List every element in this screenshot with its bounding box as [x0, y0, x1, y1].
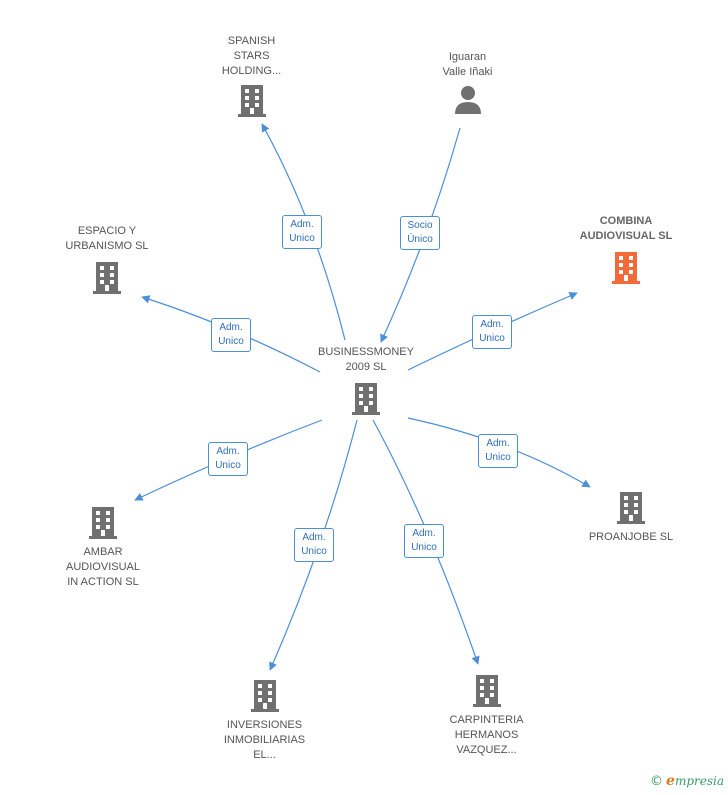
brand-logo-e: e	[666, 773, 675, 789]
node-espacio[interactable]: ESPACIO Y URBANISMO SL	[52, 224, 162, 296]
edge-label-inversiones[interactable]: Adm. Unico	[294, 528, 334, 562]
building-icon	[89, 507, 117, 539]
node-label: BUSINESSMONEY 2009 SL	[318, 346, 414, 373]
edge-label-ambar[interactable]: Adm. Unico	[208, 442, 248, 476]
node-carpinteria[interactable]: CARPINTERIA HERMANOS VAZQUEZ...	[434, 673, 539, 758]
edge-label-espacio[interactable]: Adm. Unico	[211, 318, 251, 352]
edge-label-iguaran[interactable]: Socio Único	[400, 216, 440, 250]
building-icon	[617, 492, 645, 524]
building-icon	[472, 675, 501, 707]
node-spanish[interactable]: SPANISH STARS HOLDING...	[204, 34, 299, 119]
node-ambar[interactable]: AMBAR AUDIOVISUAL IN ACTION SL	[48, 505, 158, 590]
person-icon	[454, 86, 481, 114]
edge-label-spanish[interactable]: Adm. Unico	[282, 215, 322, 249]
node-label: AMBAR AUDIOVISUAL IN ACTION SL	[66, 546, 140, 588]
brand-logo-text: mpresia	[674, 774, 724, 788]
edge-label-combina[interactable]: Adm. Unico	[472, 315, 512, 349]
node-label: INVERSIONES INMOBILIARIAS EL...	[223, 719, 306, 761]
node-label: CARPINTERIA HERMANOS VAZQUEZ...	[449, 714, 524, 756]
node-proanjobe[interactable]: PROANJOBE SL	[576, 490, 686, 545]
edge-label-proanjobe[interactable]: Adm. Unico	[478, 434, 518, 468]
node-label: PROANJOBE SL	[588, 531, 674, 543]
node-label: Iguaran Valle Iñaki	[442, 51, 493, 78]
building-icon	[93, 262, 121, 294]
node-center[interactable]: BUSINESSMONEY 2009 SL	[306, 345, 426, 417]
building-icon	[237, 85, 266, 117]
building-icon	[352, 383, 380, 415]
brand-footer[interactable]: ©empresia	[650, 773, 724, 789]
building-icon	[612, 252, 640, 284]
node-label: COMBINA AUDIOVISUAL SL	[579, 215, 673, 242]
copyright-icon: ©	[650, 774, 664, 789]
edge-label-carpinteria[interactable]: Adm. Unico	[404, 524, 444, 558]
node-label: SPANISH STARS HOLDING...	[221, 35, 282, 77]
node-label: ESPACIO Y URBANISMO SL	[65, 225, 149, 252]
node-inversiones[interactable]: INVERSIONES INMOBILIARIAS EL...	[212, 678, 317, 763]
building-icon	[250, 680, 279, 712]
node-iguaran[interactable]: Iguaran Valle Iñaki	[420, 50, 515, 116]
node-combina[interactable]: COMBINA AUDIOVISUAL SL	[566, 214, 686, 286]
